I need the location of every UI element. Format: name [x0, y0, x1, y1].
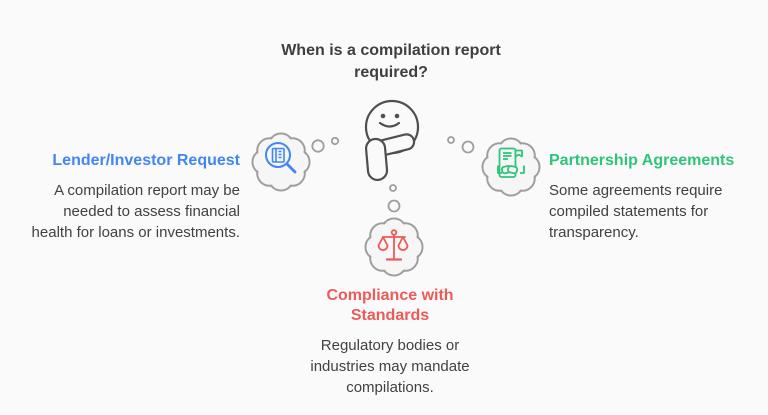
section-lender: Lender/Investor Request A compilation re…	[25, 151, 240, 243]
scales-icon	[364, 217, 424, 277]
partnership-body: Some agreements require compiled stateme…	[549, 182, 723, 241]
section-partnership: Partnership Agreements Some agreements r…	[549, 151, 739, 243]
compliance-heading: Compliance with Standards	[326, 287, 454, 324]
compliance-body: Regulatory bodies or industries may mand…	[310, 337, 470, 396]
lender-body: A compilation report may be needed to as…	[31, 182, 240, 241]
thinking-face-icon	[364, 99, 420, 182]
partnership-heading: Partnership Agreements	[549, 152, 735, 169]
document-handshake-icon	[481, 137, 541, 197]
section-compliance: Compliance with Standards Regulatory bod…	[290, 286, 490, 398]
magnifier-ledger-icon	[251, 132, 311, 192]
page-title: When is a compilation report required?	[281, 42, 501, 81]
lender-heading: Lender/Investor Request	[52, 152, 240, 169]
